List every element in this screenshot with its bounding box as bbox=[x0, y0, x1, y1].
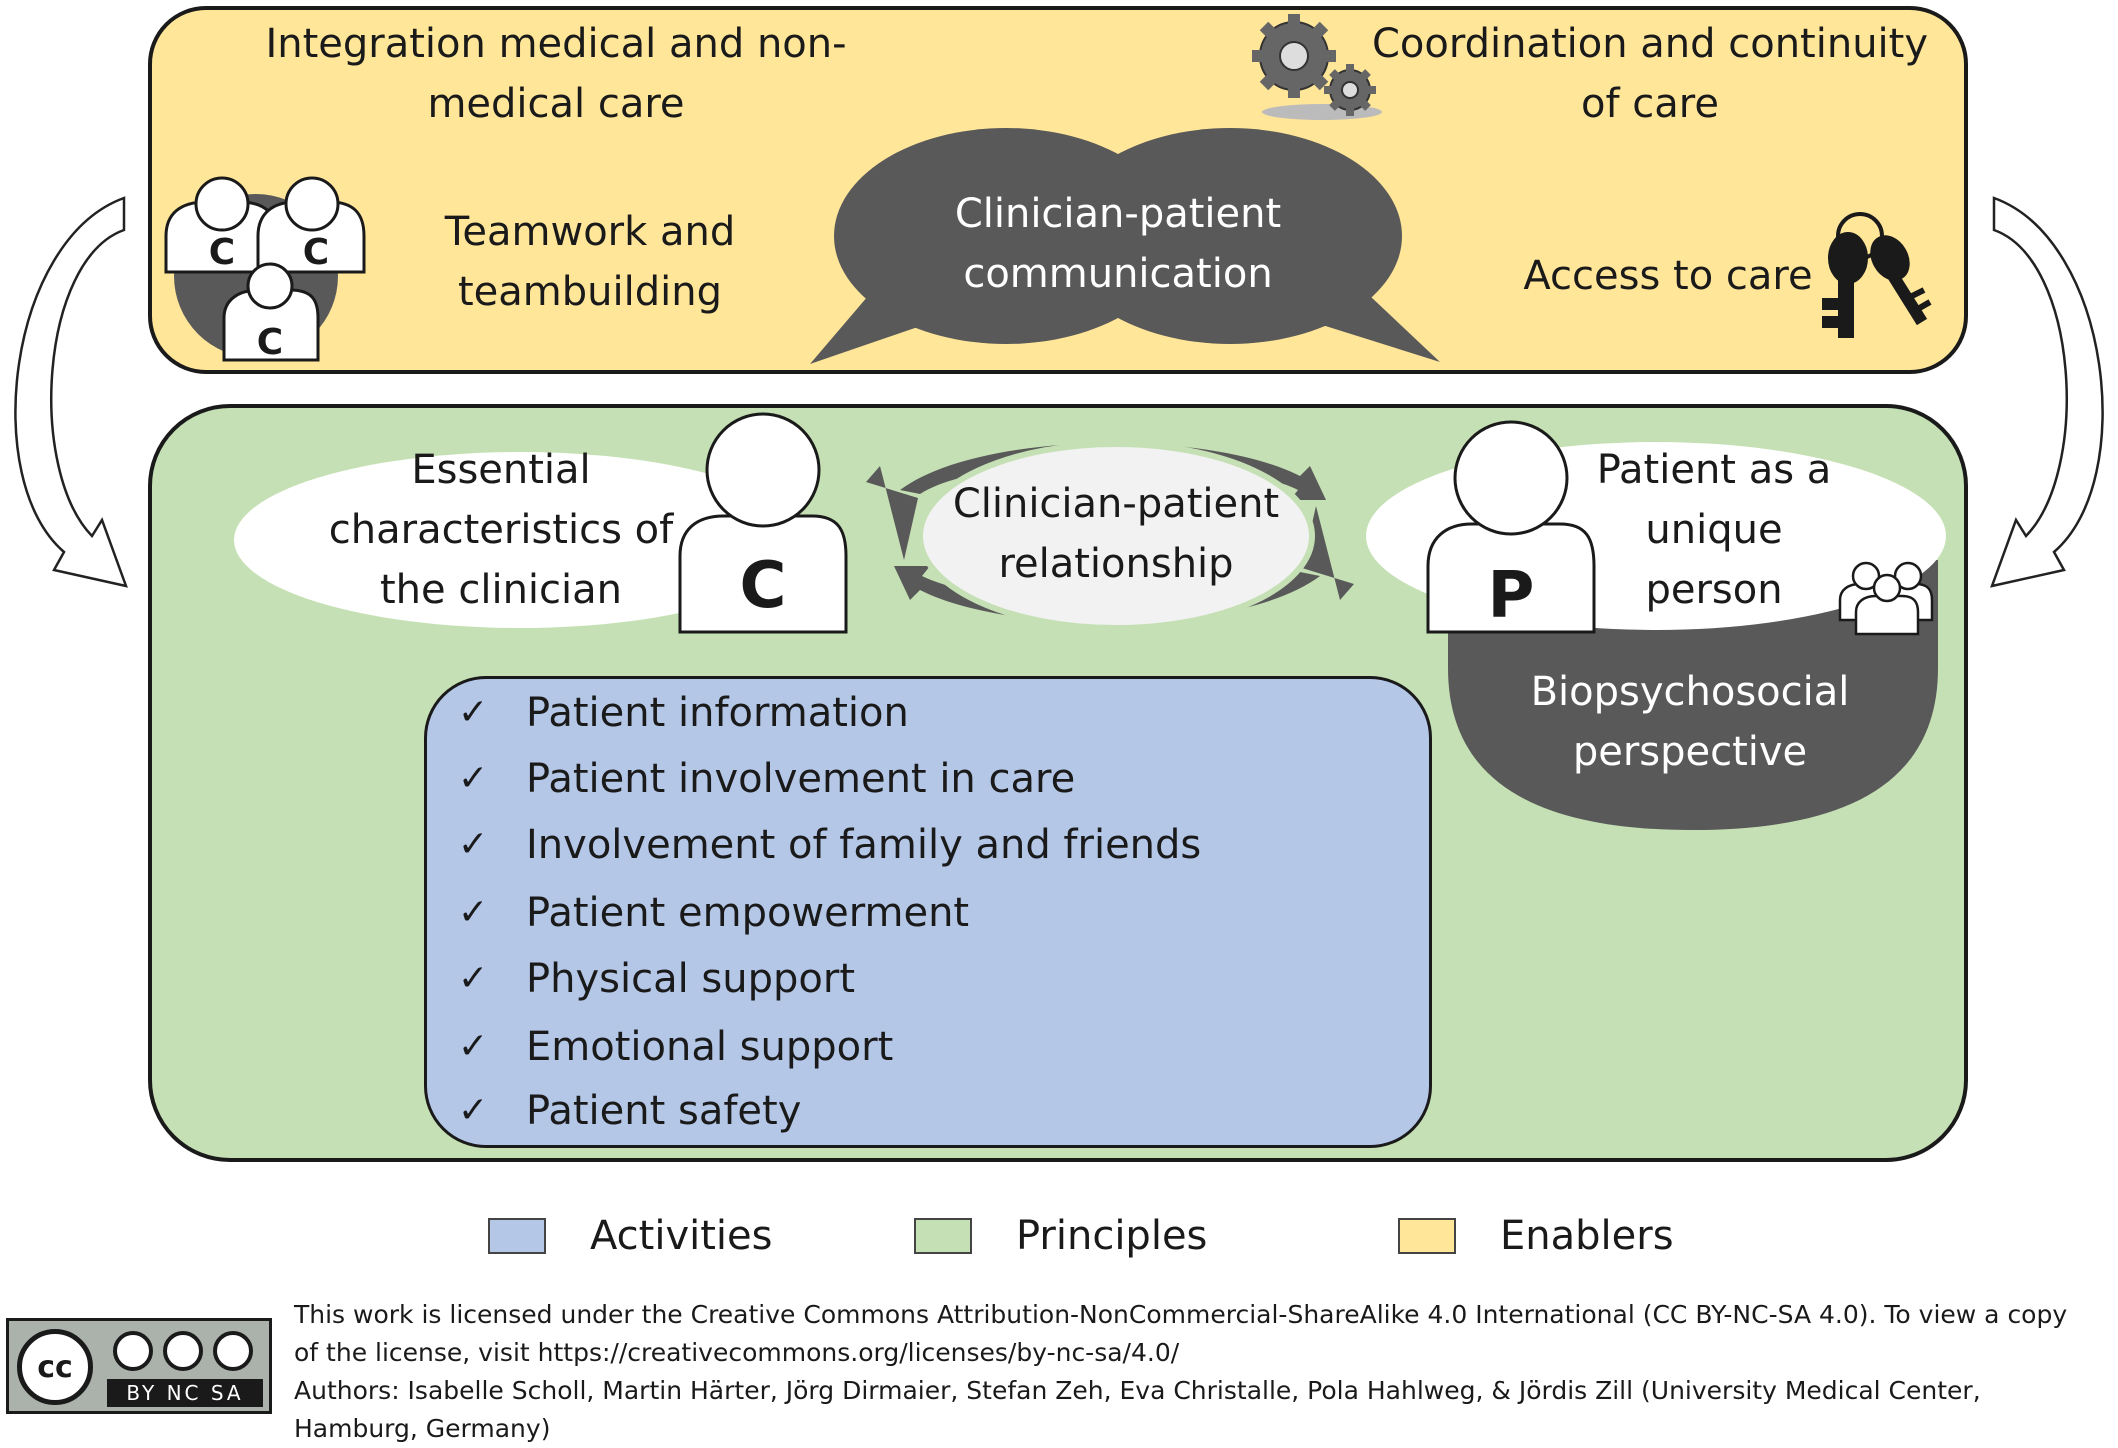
check-icon: ✓ bbox=[458, 692, 489, 733]
coordination-label: Coordination and continuity of care bbox=[1371, 21, 1929, 127]
activity-label: Patient empowerment bbox=[526, 890, 970, 936]
team-badge-3: C bbox=[256, 321, 284, 363]
clinician-characteristics-ellipse bbox=[234, 452, 806, 628]
speech-bubble-icon bbox=[810, 128, 1440, 364]
team-badge-1: C bbox=[208, 231, 236, 273]
right-curved-arrow bbox=[1990, 196, 2104, 588]
clinician-characteristics-label: Essential characteristics of the clinici… bbox=[328, 447, 674, 613]
legend-swatch bbox=[914, 1218, 972, 1254]
check-icon: ✓ bbox=[458, 892, 489, 933]
check-icon: ✓ bbox=[458, 1026, 489, 1067]
keys-icon bbox=[1822, 212, 1932, 338]
activity-label: Involvement of family and friends bbox=[526, 822, 1202, 868]
cc-license-badge: cc BY NC SA bbox=[6, 1318, 272, 1414]
clinician-badge: C bbox=[739, 549, 787, 623]
cc-terms-label: BY NC SA bbox=[107, 1379, 263, 1407]
legend-swatch bbox=[1398, 1218, 1456, 1254]
group-icon bbox=[1838, 561, 1934, 636]
patient-person-icon bbox=[1426, 420, 1596, 634]
check-icon: ✓ bbox=[458, 824, 489, 865]
sa-icon bbox=[213, 1331, 253, 1371]
patient-unique-label: Patient as a unique person bbox=[1596, 447, 1832, 613]
legend-label: Principles bbox=[1016, 1213, 1208, 1259]
left-curved-arrow bbox=[14, 196, 128, 588]
check-icon: ✓ bbox=[458, 958, 489, 999]
biopsychosocial-label: Biopsychosocial perspective bbox=[1530, 669, 1850, 775]
team-badge-2: C bbox=[302, 231, 330, 273]
activity-label: Patient involvement in care bbox=[526, 756, 1076, 802]
nc-icon bbox=[163, 1331, 203, 1371]
clinician-person-icon bbox=[678, 412, 848, 634]
relationship-ellipse bbox=[917, 441, 1315, 631]
activity-label: Patient information bbox=[526, 690, 909, 736]
access-label: Access to care bbox=[1523, 253, 1813, 299]
communication-label: Clinician-patient communication bbox=[954, 191, 1282, 297]
activity-label: Patient safety bbox=[526, 1088, 802, 1134]
check-icon: ✓ bbox=[458, 758, 489, 799]
check-icon: ✓ bbox=[458, 1090, 489, 1131]
team-icon bbox=[164, 176, 366, 362]
teamwork-label: Teamwork and teambuilding bbox=[444, 209, 736, 315]
legend-label: Enablers bbox=[1500, 1213, 1674, 1259]
patient-badge: P bbox=[1487, 559, 1535, 633]
cc-terms-icons bbox=[107, 1331, 263, 1375]
relationship-label: Clinician-patient relationship bbox=[952, 481, 1280, 587]
legend-swatch bbox=[488, 1218, 546, 1254]
authors-text: Authors: Isabelle Scholl, Martin Härter,… bbox=[294, 1376, 1981, 1443]
activity-label: Emotional support bbox=[526, 1024, 894, 1070]
activities-panel bbox=[424, 676, 1432, 1148]
cc-logo-icon: cc bbox=[17, 1329, 93, 1405]
legend-label: Activities bbox=[590, 1213, 773, 1259]
integration-label: Integration medical and non-medical care bbox=[265, 21, 847, 127]
by-icon bbox=[113, 1331, 153, 1371]
gears-icon bbox=[1252, 14, 1382, 120]
activity-label: Physical support bbox=[526, 956, 856, 1002]
license-text: This work is licensed under the Creative… bbox=[294, 1300, 2068, 1367]
